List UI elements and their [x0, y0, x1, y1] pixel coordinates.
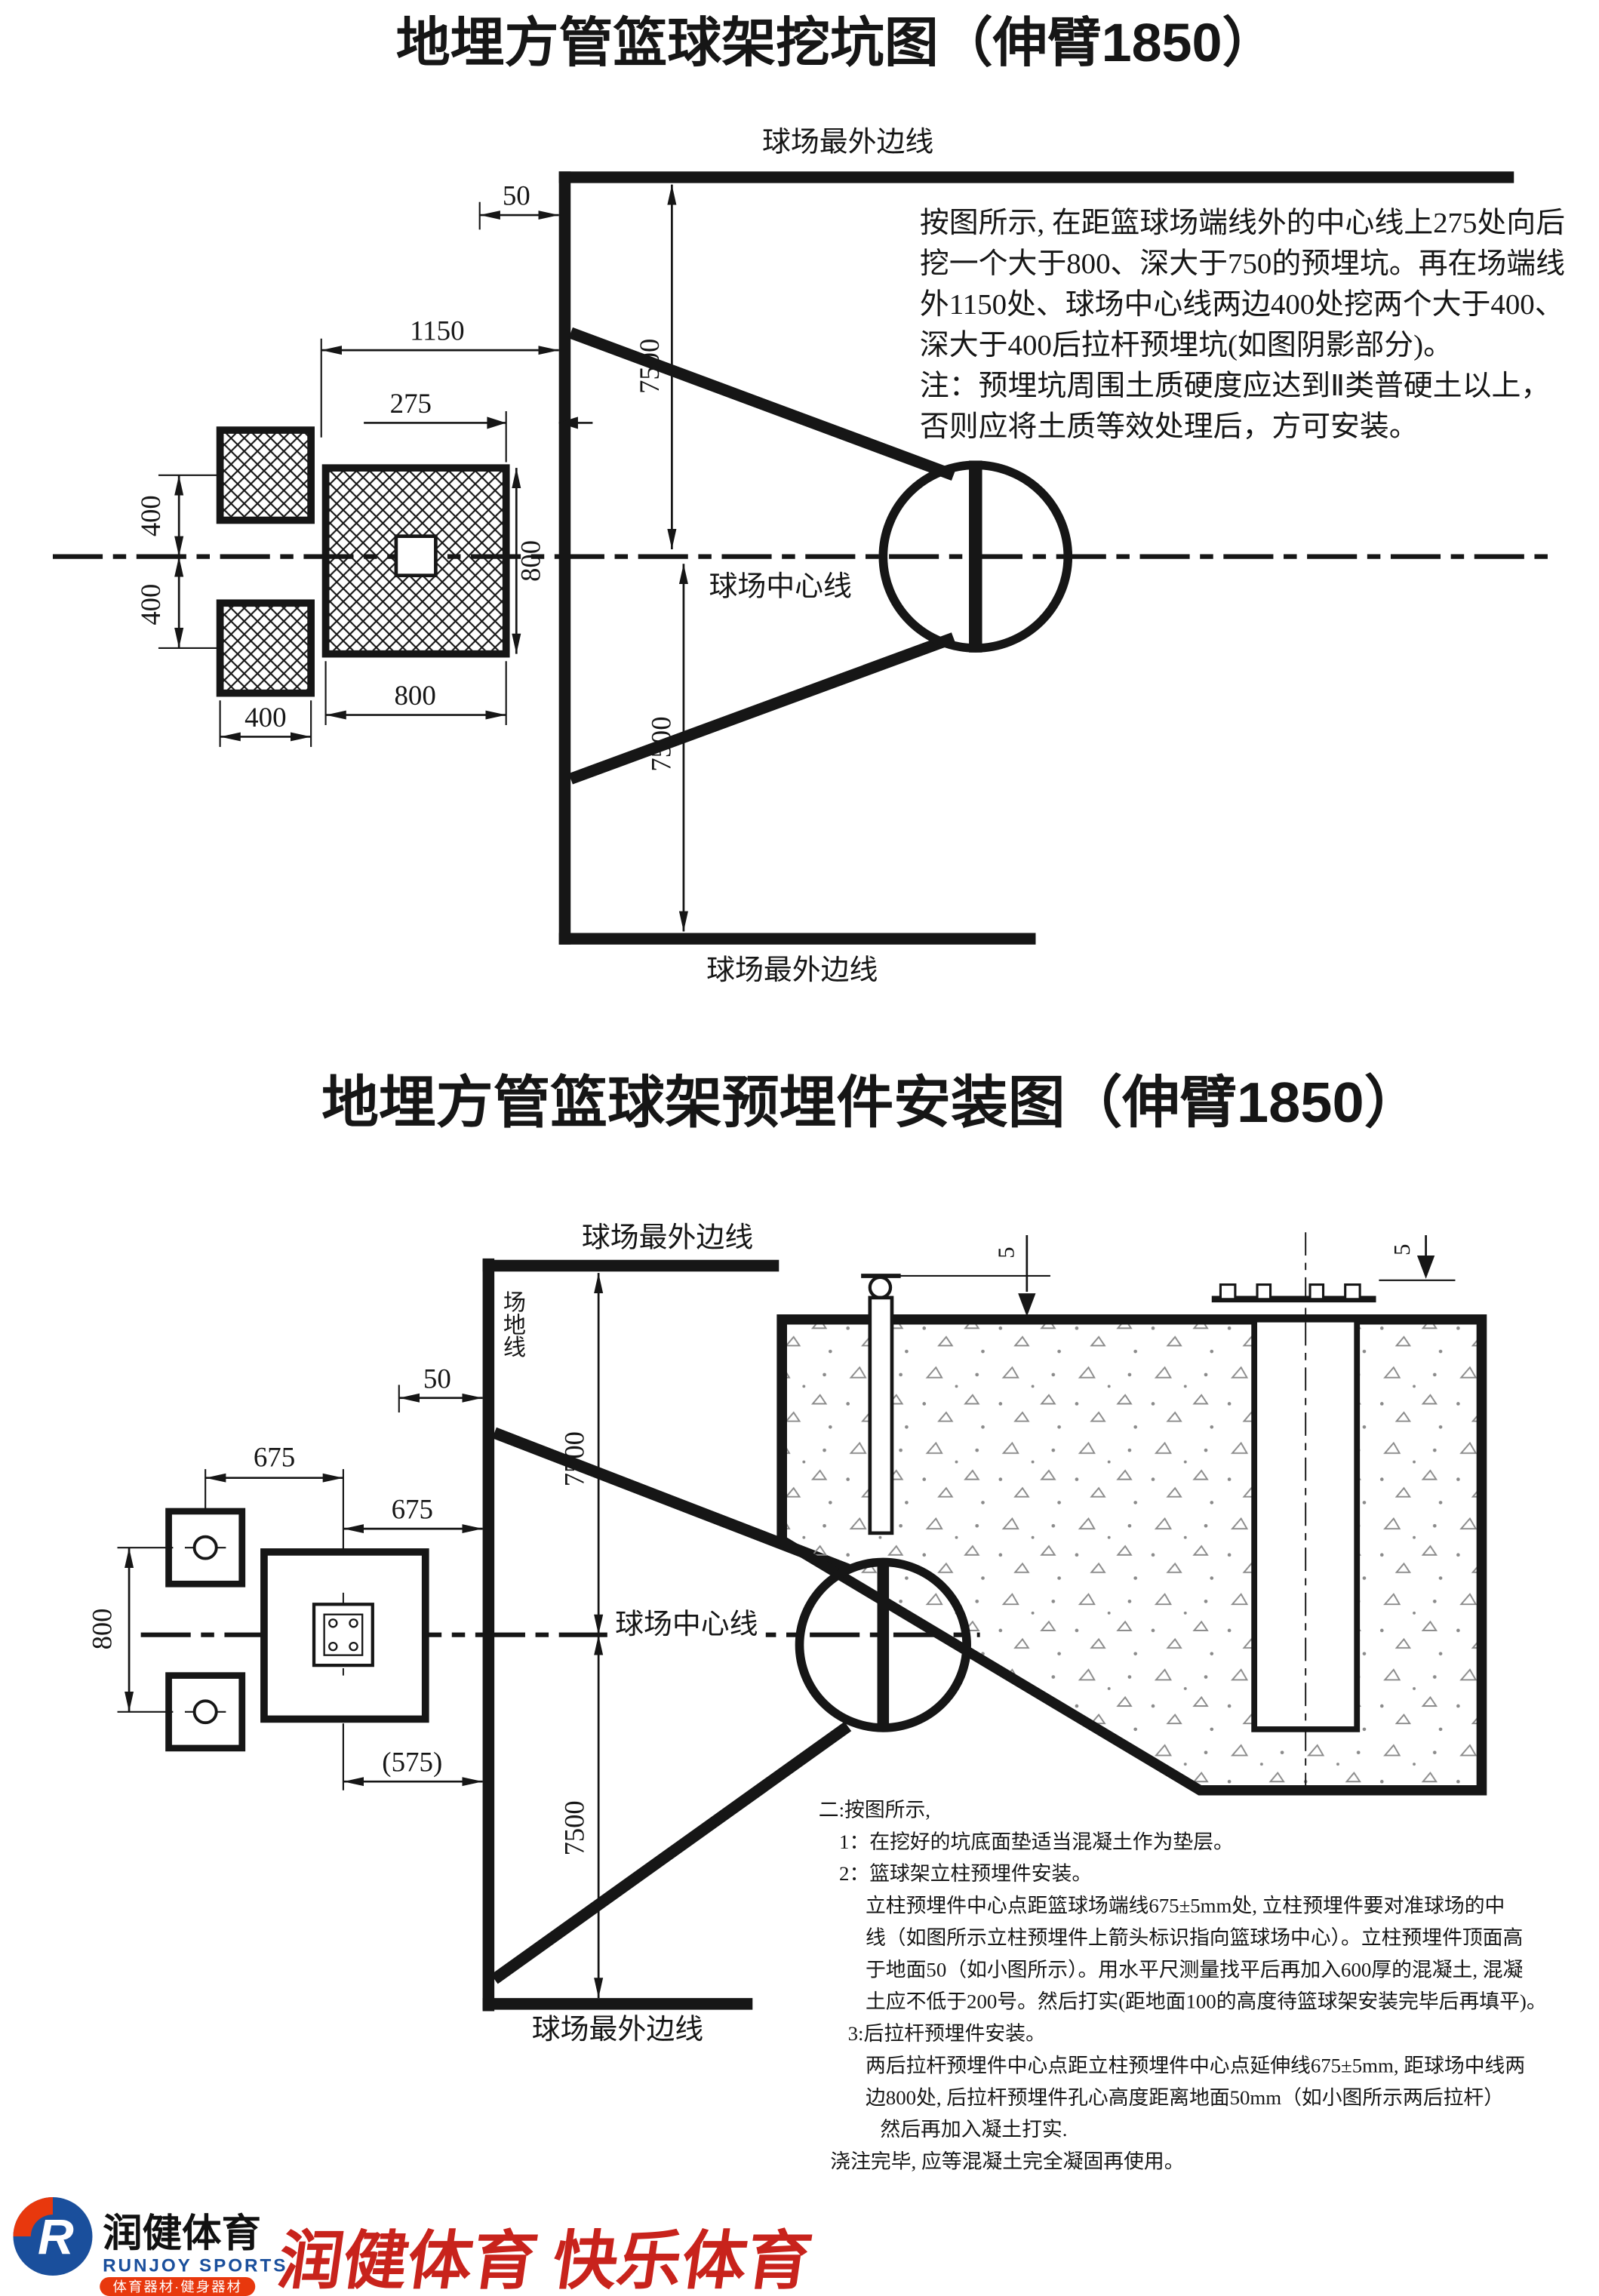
dim-label-275: 275 [390, 388, 432, 419]
dimension-400-horizontal: 400 [219, 700, 312, 747]
pull-rod-embeds-plan [165, 1508, 246, 1752]
dim-label-675-rod: 675 [254, 1441, 295, 1472]
dim-label-5-left: 5 [992, 1246, 1019, 1258]
note-line: 挖一个大于800、深大于750的预埋坑。再在场端线 [920, 247, 1565, 280]
pit-diagram: 地埋方管篮球架挖坑图（伸臂1850） 球场最外边线 球场中心线 50 1150 [52, 13, 1565, 986]
arm-lower-line [568, 632, 956, 785]
dimension-7500-upper: 7500 [634, 184, 677, 550]
note-line: 两后拉杆预埋件中心点距立柱预埋件中心点延伸线675±5mm, 距球场中线两 [866, 2055, 1525, 2077]
brand-slogan: 润健体育 快乐体育 [274, 2226, 816, 2296]
note-line: 然后再加入凝土打实. [880, 2118, 1067, 2141]
field-line-label: 场地线 [500, 1290, 526, 1358]
install-diagram-title: 地埋方管篮球架预埋件安装图（伸臂1850） [321, 1071, 1421, 1134]
post-section [394, 534, 438, 577]
logo-name-cn: 润健体育 [103, 2212, 261, 2256]
dimension-7500-lower-2: 7500 [559, 1634, 604, 1999]
note-line: 浇注完毕, 应等混凝土完全凝固再使用。 [830, 2150, 1184, 2173]
dimension-7500-lower: 7500 [645, 564, 688, 932]
note-line: 3:后拉杆预埋件安装。 [848, 2022, 1046, 2045]
pit-top-edge-label: 球场最外边线 [762, 126, 933, 158]
dim-label-7500-upper: 7500 [634, 339, 665, 394]
dimension-575-ref: (575) [342, 1723, 483, 1790]
note-line: 线（如图所示立柱预埋件上箭头标识指向篮球场中心）。立柱预埋件顶面高 [866, 1926, 1523, 1949]
install-bottom-edge-label: 球场最外边线 [532, 2014, 703, 2045]
note-line: 边800处, 后拉杆预埋件孔心高度距离地面50mm（如小图所示两后拉杆） [866, 2086, 1504, 2109]
logo-tagline-bar [100, 2276, 256, 2296]
arm-lower-line-2 [490, 1721, 852, 1984]
dim-label-7500-upper-2: 7500 [559, 1431, 590, 1486]
dim-label-400-down: 400 [135, 584, 166, 625]
install-diagram: 地埋方管篮球架预埋件安装图（伸臂1850） 球场最外边线 场地线 50 [87, 1071, 1547, 2172]
concrete-cross-section: 5 5 [776, 1232, 1487, 1796]
dim-label-575: (575) [382, 1747, 442, 1778]
note-line: 深大于400后拉杆预埋坑(如图阴影部分)。 [920, 329, 1453, 361]
dimension-50-install: 50 [398, 1363, 483, 1413]
note-line: 立柱预埋件中心点距篮球场端线675±5mm处, 立柱预埋件要对准球场的中 [866, 1895, 1505, 1917]
dimension-275: 275 [364, 388, 593, 463]
logo-monogram: R [38, 2208, 74, 2264]
dimension-7500-upper-2: 7500 [559, 1273, 604, 1635]
dimension-800-horizontal: 800 [324, 661, 507, 726]
dimension-400-pair: 400 400 [135, 474, 223, 650]
pull-rod-pit-lower [216, 599, 315, 697]
pit-notes: 按图所示, 在距篮球场端线外的中心线上275处向后 挖一个大于800、深大于75… [920, 207, 1565, 442]
dimension-5-left: 5 [897, 1235, 1050, 1317]
dim-label-50-install: 50 [423, 1363, 451, 1394]
pit-center-label: 球场中心线 [709, 571, 851, 603]
note-line: 1：在挖好的坑底面垫适当混凝土作为垫层。 [839, 1830, 1234, 1853]
dim-label-800-span: 800 [87, 1609, 118, 1650]
note-line: 二:按图所示, [819, 1799, 930, 1821]
dim-label-400-w: 400 [244, 702, 286, 733]
footer: R 润健体育 RUNJOY SPORTS 体育器材·健身器材 润健体育 快乐体育 [13, 2197, 816, 2296]
dim-label-400-up: 400 [135, 495, 166, 536]
arm-upper-line [568, 327, 956, 481]
logo-tagline: 体育器材·健身器材 [113, 2279, 242, 2294]
dim-label-5-right: 5 [1388, 1244, 1415, 1256]
note-line: 土应不低于200号。然后打实(距地面100的高度待篮球架安装完毕后再填平)。 [866, 1990, 1547, 2013]
logo-name-en: RUNJOY SPORTS [103, 2255, 288, 2276]
pull-rod-pit-upper [216, 426, 315, 524]
logo-emblem-swoosh [13, 2197, 53, 2237]
dim-label-7500-lower: 7500 [645, 717, 676, 772]
dimension-675-post: 675 [343, 1494, 483, 1534]
dim-label-7500-lower-2: 7500 [559, 1800, 590, 1855]
dimension-1150: 1150 [320, 315, 559, 438]
note-line: 外1150处、球场中心线两边400处挖两个大于400、 [920, 288, 1564, 321]
pit-diagram-title: 地埋方管篮球架挖坑图（伸臂1850） [396, 13, 1277, 73]
pull-rod-anchor-plate [1211, 1283, 1376, 1303]
note-line: 于地面50（如小图所示）。用水平尺测量找平后再加入600厚的混凝土, 混凝 [866, 1958, 1523, 1981]
post-embed-plan [260, 1548, 429, 1723]
center-label-backing [607, 1607, 766, 1643]
note-line: 否则应将土质等效处理后，方可安装。 [920, 410, 1419, 443]
dim-label-1150: 1150 [410, 315, 464, 346]
dim-label-800-v: 800 [515, 540, 546, 582]
note-line: 注：预埋坑周围土质硬度应达到Ⅱ类普硬土以上， [920, 370, 1550, 402]
dim-label-50: 50 [503, 180, 530, 211]
install-notes: 二:按图所示, 1：在挖好的坑底面垫适当混凝土作为垫层。 2：篮球架立柱预埋件安… [819, 1799, 1547, 2173]
dimension-800-vertical: 800 [512, 468, 546, 654]
install-top-edge-label: 球场最外边线 [582, 1222, 753, 1254]
runjoy-logo: R 润健体育 RUNJOY SPORTS 体育器材·健身器材 [13, 2197, 288, 2296]
dimension-50: 50 [478, 180, 559, 230]
install-center-label: 球场中心线 [615, 1609, 758, 1640]
pit-bottom-edge-label: 球场最外边线 [706, 954, 878, 986]
note-line: 按图所示, 在距篮球场端线外的中心线上275处向后 [920, 207, 1565, 239]
dim-label-675-post: 675 [392, 1494, 433, 1525]
dim-label-800-w: 800 [394, 680, 435, 711]
dimension-675-rod: 675 [204, 1441, 344, 1552]
note-line: 2：篮球架立柱预埋件安装。 [839, 1862, 1092, 1885]
post-anchor-bolt [861, 1274, 901, 1535]
dimension-800-span: 800 [87, 1547, 174, 1713]
dimension-5-right: 5 [1379, 1235, 1456, 1281]
